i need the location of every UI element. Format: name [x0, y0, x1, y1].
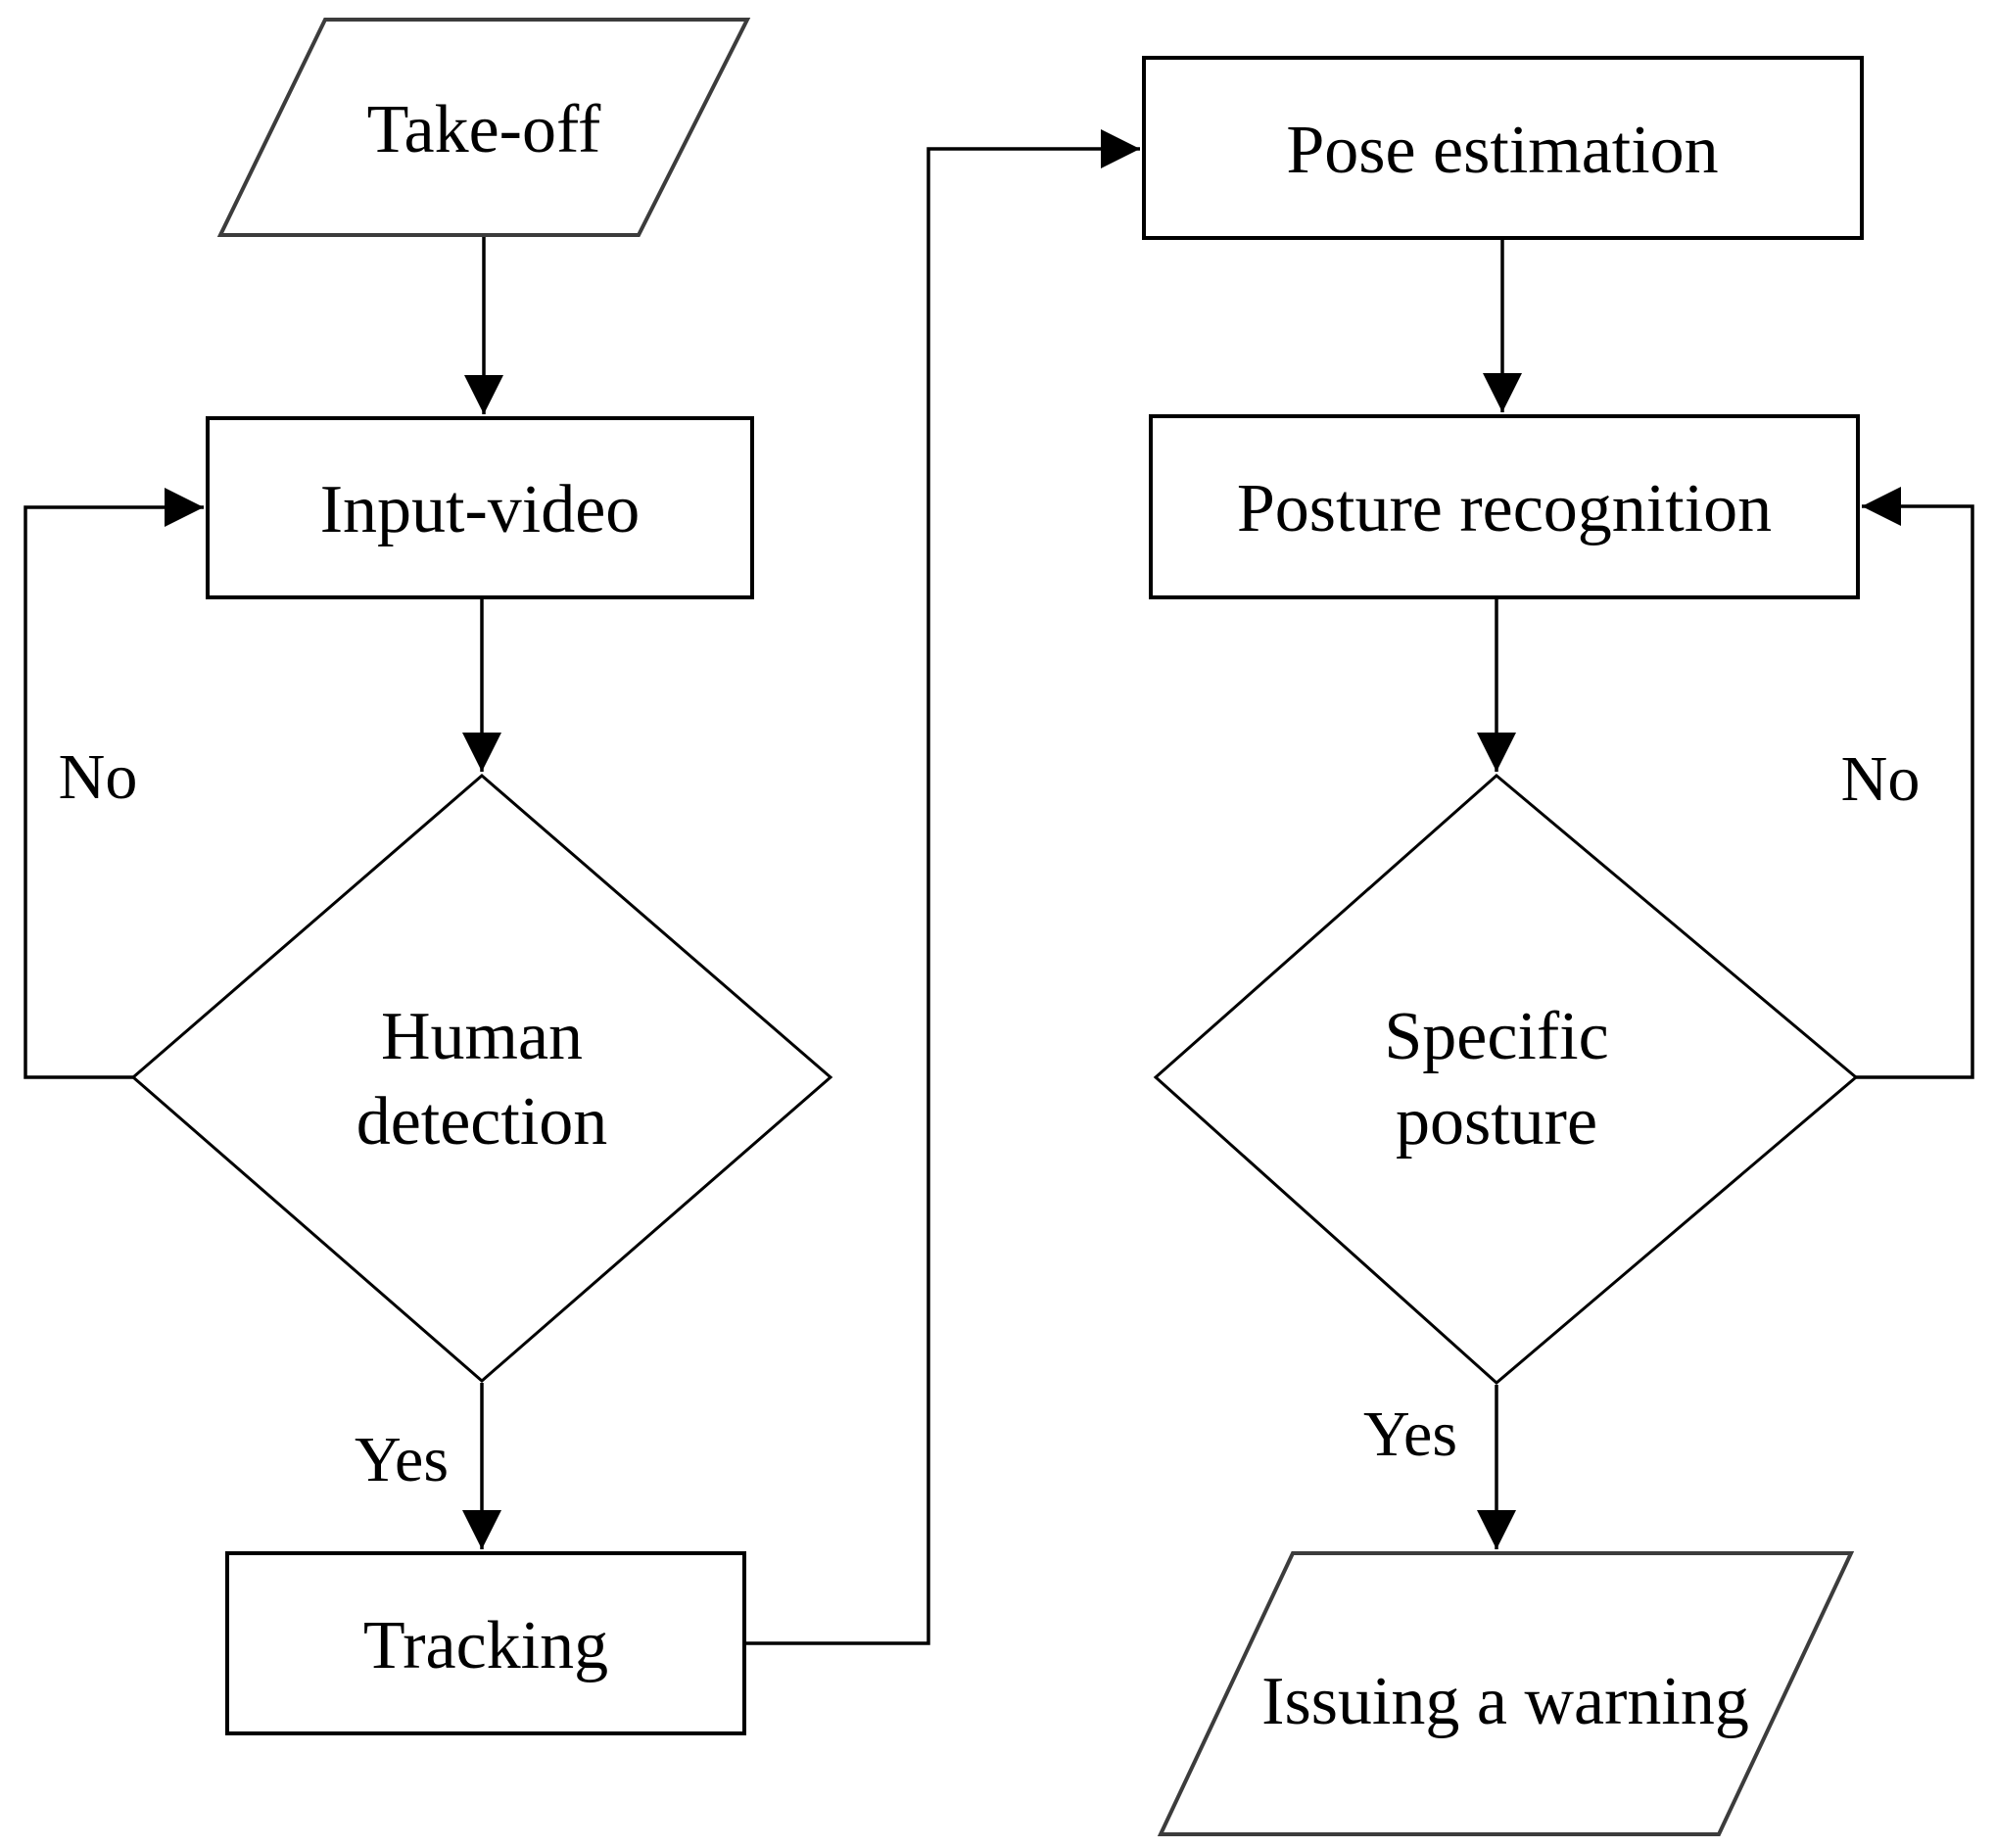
posture-recognition-label: Posture recognition — [1237, 471, 1772, 546]
edge-labels: No Yes No Yes — [59, 741, 1921, 1495]
takeoff-shape — [216, 18, 751, 237]
specific-posture-label-line2: posture — [1396, 1084, 1597, 1160]
issuing-warning-label: Issuing a warning — [1261, 1664, 1749, 1739]
pose-estimation-label: Pose estimation — [1286, 113, 1718, 188]
tracking-shape — [225, 1551, 746, 1735]
node-takeoff: Take-off — [216, 18, 751, 237]
edge-humandetection-no-loop — [24, 488, 204, 1079]
posture-recognition-shape — [1149, 414, 1860, 599]
human-detection-yes-label: Yes — [355, 1424, 449, 1495]
input-video-shape — [206, 416, 754, 599]
node-specific-posture: Specific posture — [1153, 774, 1859, 1385]
node-input-video: Input-video — [206, 416, 754, 599]
specific-posture-label-line1: Specific — [1384, 999, 1608, 1074]
human-detection-shape — [130, 774, 833, 1383]
input-video-label: Input-video — [320, 472, 641, 547]
edge-specificposture-no-loop — [1854, 487, 1974, 1079]
specific-posture-yes-label: Yes — [1363, 1398, 1457, 1470]
pose-estimation-shape — [1142, 56, 1864, 240]
node-issuing-warning: Issuing a warning — [1157, 1551, 1855, 1836]
node-tracking: Tracking — [225, 1551, 746, 1735]
node-posture-recognition: Posture recognition — [1149, 414, 1860, 599]
takeoff-label: Take-off — [367, 92, 601, 167]
issuing-warning-shape — [1157, 1551, 1855, 1836]
edge-tracking-to-poseestimation — [746, 129, 1140, 1645]
specific-posture-shape — [1153, 774, 1859, 1385]
human-detection-label-line2: detection — [356, 1084, 608, 1160]
human-detection-label-line1: Human — [381, 999, 583, 1074]
specific-posture-no-label: No — [1841, 743, 1921, 815]
human-detection-no-label: No — [59, 741, 138, 813]
edges — [24, 129, 1974, 1645]
tracking-label: Tracking — [363, 1608, 608, 1683]
node-pose-estimation: Pose estimation — [1142, 56, 1864, 240]
node-human-detection: Human detection — [130, 774, 833, 1383]
